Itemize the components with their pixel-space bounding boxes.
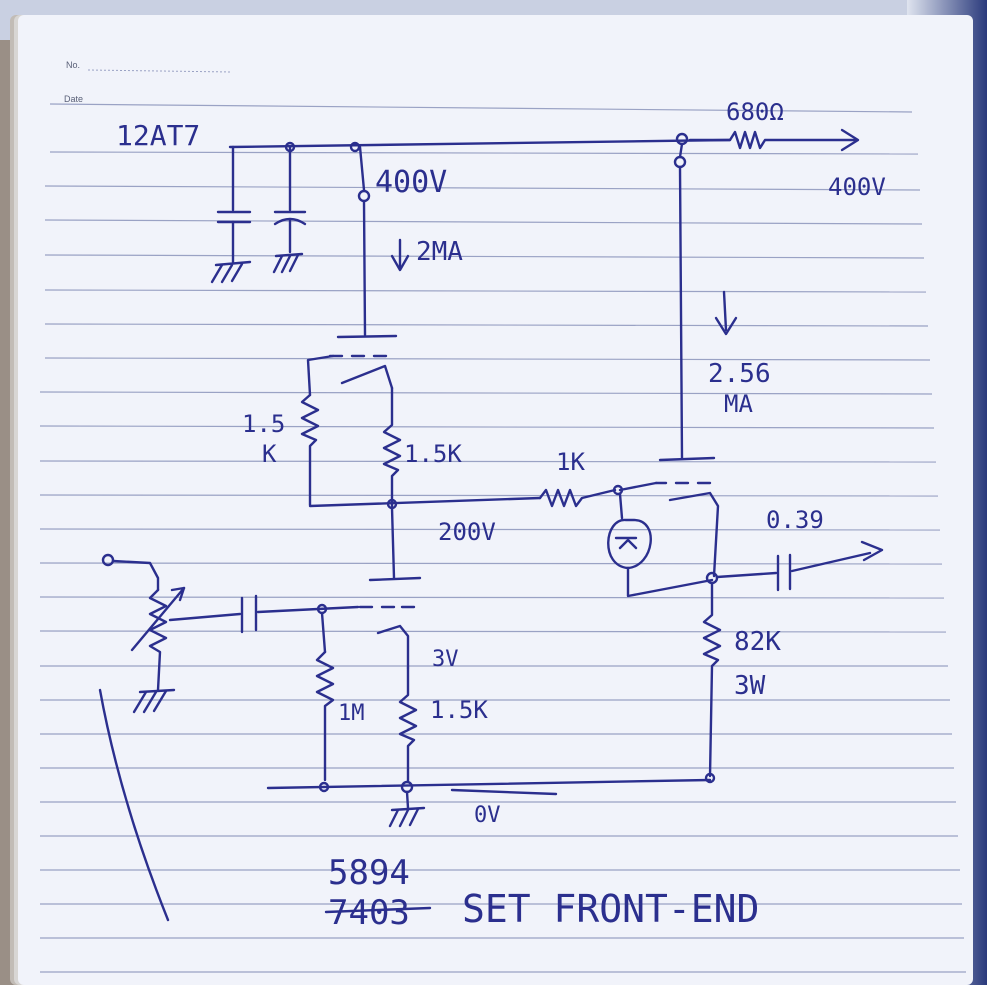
input-ground [132,688,176,714]
right-triode [618,456,720,578]
ground-bus [266,778,712,828]
tube-label-top: 12AT7 [116,119,200,152]
ground-voltage-label: 0V [474,803,501,828]
decoupling-capacitors [216,145,307,264]
plate-load-value: 1.5 [242,410,285,438]
upper-triode-section [306,334,398,397]
grid-leak-label: 1M [338,701,365,726]
output-voltage-label: 400V [828,173,886,201]
strike-line [324,906,432,914]
input-circuit [101,553,360,692]
grid-leak-resistor [315,650,335,782]
date-label: Date [64,94,83,104]
schematic-labels: 12AT7 400V 2MA 680Ω 400V 2.56 MA 1.5 K 1… [116,98,886,933]
cathode-load-power: 3W [734,671,766,701]
cathode-lower-label: 1.5K [430,696,488,724]
header-fields: No. Date [64,60,233,104]
coupling-cap-label: 0.39 [766,506,824,534]
current-right-label: 2.56 [708,359,771,389]
b-plus-rail [228,128,860,153]
left-supply-branch [357,145,410,337]
current-left-label: 2MA [416,237,463,267]
mid-node [308,484,624,580]
grid-stopper-label: 1K [556,448,585,476]
b-plus-voltage-label: 400V [375,165,447,200]
cathode-resistor-lower [398,666,418,784]
current-right-unit: MA [724,390,753,418]
cathode-load-label: 82K [734,627,781,657]
protection-diode [607,492,714,598]
dropper-resistor-label: 680Ω [726,98,784,126]
plate-load-resistor [300,393,320,507]
lower-triode-section [358,576,422,670]
cathode-resistor-upper [382,386,402,508]
diagram-title: SET FRONT-END [462,887,759,931]
cathode-voltage-label: 3V [432,647,459,672]
cathode-load-resistor [702,581,722,784]
cathode-upper-label: 1.5K [404,440,462,468]
right-supply-branch [673,142,738,460]
ground-symbols-top [210,252,304,284]
no-label: No. [66,60,80,70]
node-voltage-label: 200V [438,518,496,546]
tube-model-new: 5894 [328,853,410,893]
stray-line [98,688,170,922]
output-node [705,540,884,592]
plate-load-unit: K [262,440,277,468]
ruled-lines [39,103,966,973]
tube-model-old: 7403 [328,893,410,933]
